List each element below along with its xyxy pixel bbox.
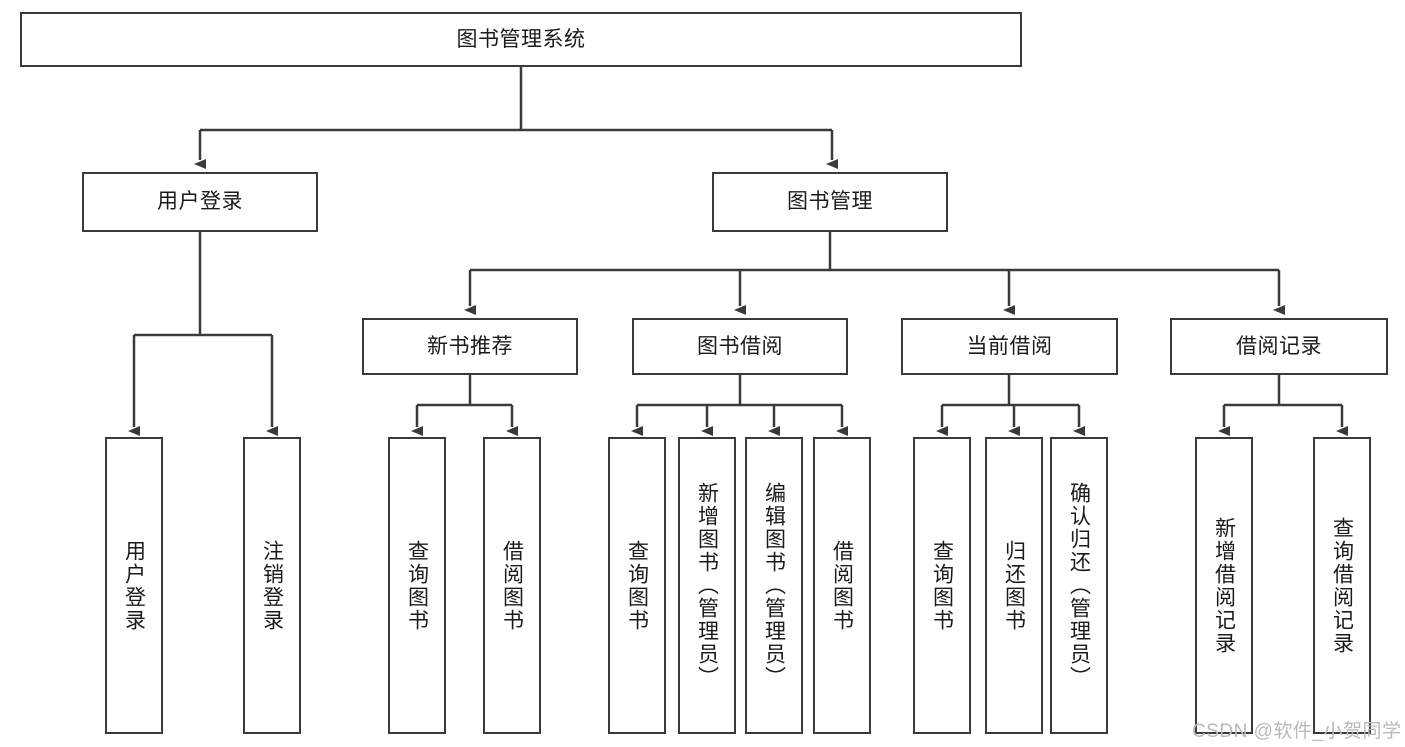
leaf-query-record[interactable]: 查询借阅记录 [1313,437,1371,734]
leaf-borrow-book-2-label: 借阅图书 [830,539,854,632]
leaf-edit-book-label: 编辑图书（管理员） [762,482,786,689]
leaf-query-book-2-label: 查询图书 [625,539,649,632]
node-book-manage[interactable]: 图书管理 [712,172,948,232]
node-user-login[interactable]: 用户登录 [82,172,318,232]
leaf-borrow-book-1-label: 借阅图书 [500,539,524,632]
leaf-return-book-label: 归还图书 [1002,539,1026,632]
node-book-manage-label: 图书管理 [787,190,873,214]
leaf-user-logout-label: 注销登录 [260,539,284,632]
leaf-query-book-3[interactable]: 查询图书 [913,437,971,734]
leaf-return-book[interactable]: 归还图书 [985,437,1043,734]
node-root[interactable]: 图书管理系统 [20,12,1022,67]
leaf-borrow-book-1[interactable]: 借阅图书 [483,437,541,734]
leaf-borrow-book-2[interactable]: 借阅图书 [813,437,871,734]
node-borrow-record[interactable]: 借阅记录 [1170,318,1388,375]
leaf-edit-book[interactable]: 编辑图书（管理员） [745,437,803,734]
leaf-query-book-3-label: 查询图书 [930,539,954,632]
node-book-borrow-label: 图书借阅 [697,334,783,358]
leaf-confirm-return-label: 确认归还（管理员） [1067,482,1091,689]
node-root-label: 图书管理系统 [456,27,586,51]
leaf-query-record-label: 查询借阅记录 [1330,516,1354,655]
leaf-user-login[interactable]: 用户登录 [105,437,163,734]
leaf-user-logout[interactable]: 注销登录 [243,437,301,734]
leaf-add-record[interactable]: 新增借阅记录 [1195,437,1253,734]
leaf-user-login-label: 用户登录 [122,539,146,632]
node-current-borrow[interactable]: 当前借阅 [901,318,1118,375]
leaf-add-book[interactable]: 新增图书（管理员） [678,437,736,734]
node-new-book-rec-label: 新书推荐 [427,334,513,358]
node-book-borrow[interactable]: 图书借阅 [632,318,848,375]
leaf-query-book-2[interactable]: 查询图书 [608,437,666,734]
leaf-query-book-1[interactable]: 查询图书 [388,437,446,734]
node-new-book-rec[interactable]: 新书推荐 [362,318,578,375]
leaf-add-record-label: 新增借阅记录 [1212,516,1236,655]
watermark: CSDN @软件_小贺同学 [1192,721,1402,742]
node-user-login-label: 用户登录 [157,190,243,214]
node-current-borrow-label: 当前借阅 [966,334,1053,358]
leaf-query-book-1-label: 查询图书 [405,539,429,632]
node-borrow-record-label: 借阅记录 [1236,334,1322,358]
leaf-add-book-label: 新增图书（管理员） [695,482,719,689]
leaf-confirm-return[interactable]: 确认归还（管理员） [1050,437,1108,734]
